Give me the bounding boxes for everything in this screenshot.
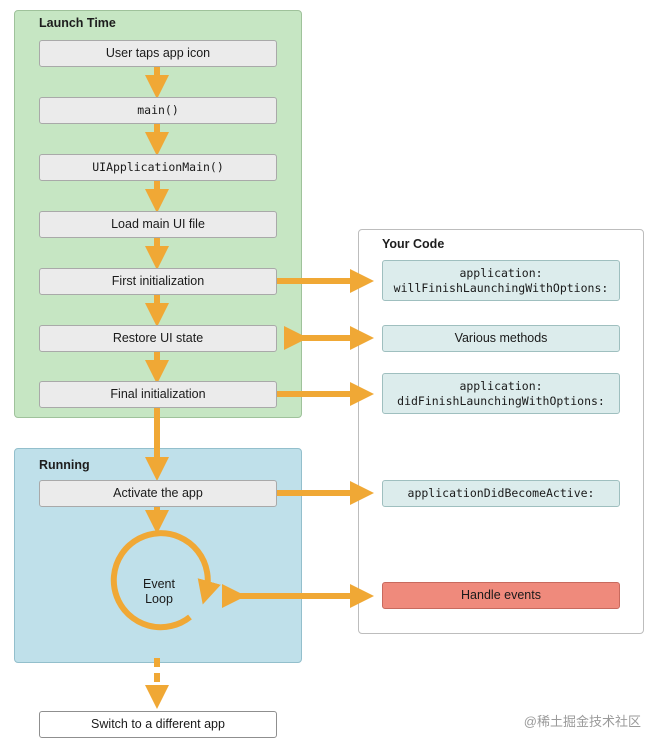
code-handle-events: Handle events	[382, 582, 620, 609]
step-restore-ui-state: Restore UI state	[39, 325, 277, 352]
step-activate-the-app: Activate the app	[39, 480, 277, 507]
your-code-title: Your Code	[382, 237, 445, 251]
running-title: Running	[39, 458, 90, 472]
step-final-initialization: Final initialization	[39, 381, 277, 408]
event-loop-ring	[110, 530, 221, 631]
code-did-finish-line-2: didFinishLaunchingWithOptions:	[397, 393, 605, 408]
step-uiapplicationmain: UIApplicationMain()	[39, 154, 277, 181]
launch-time-title: Launch Time	[39, 16, 116, 30]
step-first-initialization: First initialization	[39, 268, 277, 295]
code-did-finish-launching: application: didFinishLaunchingWithOptio…	[382, 373, 620, 414]
code-will-finish-line-1: application:	[459, 265, 543, 280]
event-loop-label: Event Loop	[118, 577, 200, 607]
step-user-taps-app-icon: User taps app icon	[39, 40, 277, 67]
watermark: @稀土掘金技术社区	[523, 714, 641, 729]
event-loop-line-2: Loop	[145, 592, 173, 606]
code-did-become-active: applicationDidBecomeActive:	[382, 480, 620, 507]
code-will-finish-launching: application: willFinishLaunchingWithOpti…	[382, 260, 620, 301]
step-switch-to-different-app: Switch to a different app	[39, 711, 277, 738]
step-load-main-ui-file: Load main UI file	[39, 211, 277, 238]
code-will-finish-line-2: willFinishLaunchingWithOptions:	[393, 280, 609, 295]
event-loop-line-1: Event	[143, 577, 175, 591]
code-did-finish-line-1: application:	[459, 378, 543, 393]
code-various-methods: Various methods	[382, 325, 620, 352]
step-main: main()	[39, 97, 277, 124]
